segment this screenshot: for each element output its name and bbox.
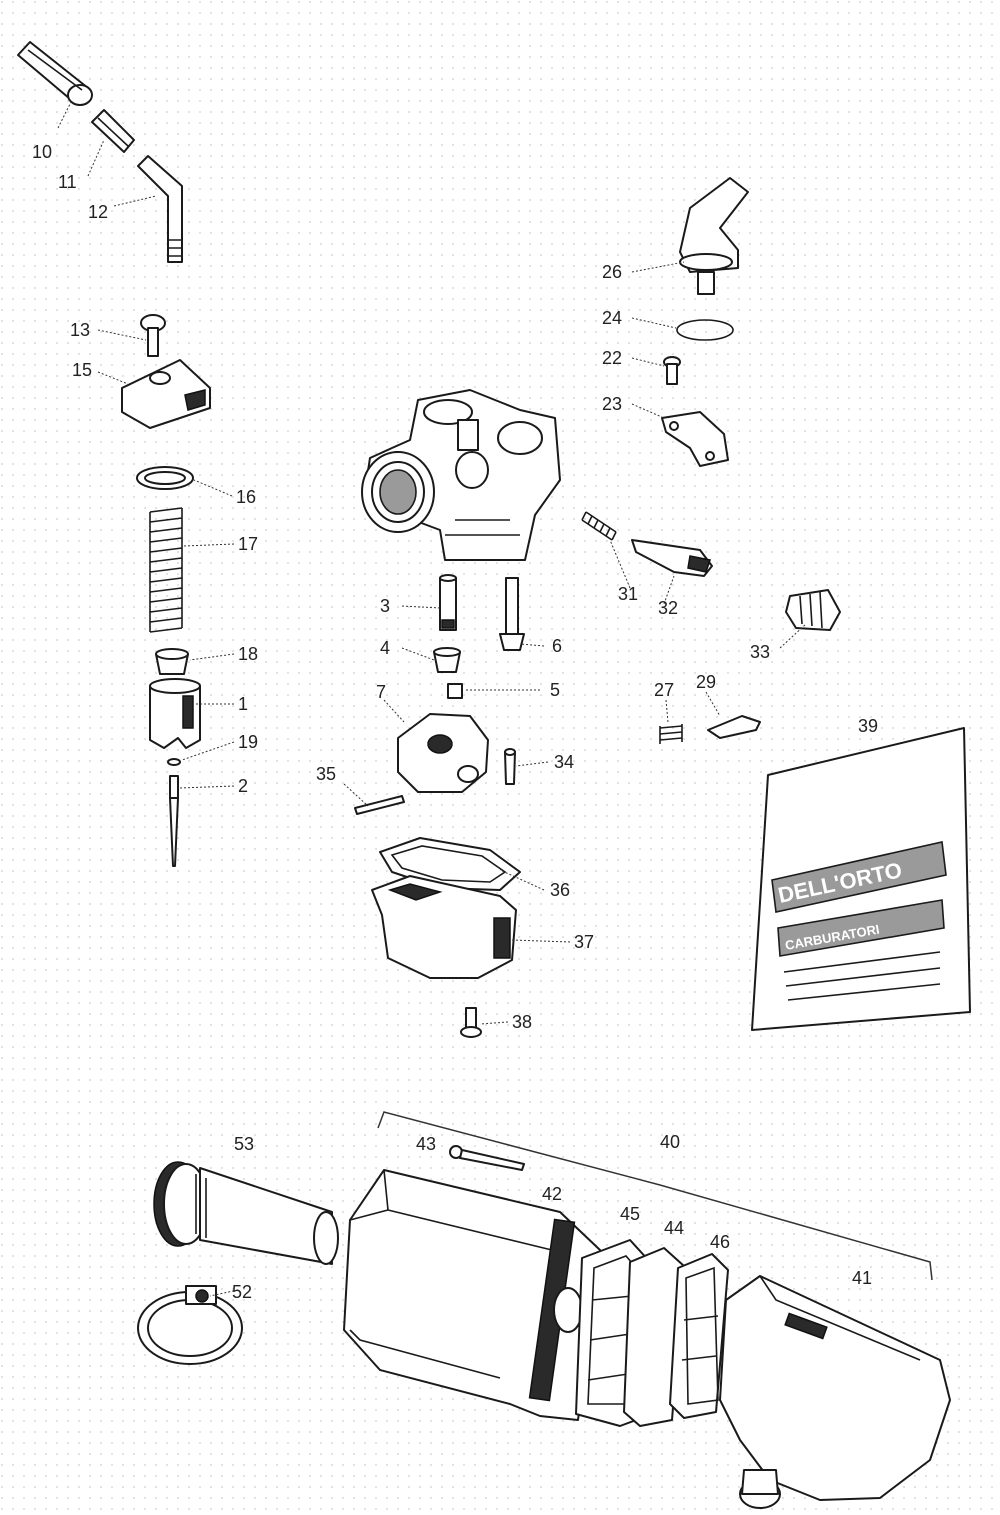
part-17-spring <box>149 507 183 633</box>
callout-6: 6 <box>552 636 562 656</box>
callout-31: 31 <box>618 584 638 604</box>
leader-lines <box>57 99 807 1297</box>
part-11-cable-nut <box>91 109 135 153</box>
callout-26: 26 <box>602 262 622 282</box>
callout-23: 23 <box>602 394 622 414</box>
callout-38: 38 <box>512 1012 532 1032</box>
part-44-filter <box>623 1247 685 1427</box>
callout-42: 42 <box>542 1184 562 1204</box>
callout-41: 41 <box>852 1268 872 1288</box>
callout-4: 4 <box>380 638 390 658</box>
callout-33: 33 <box>750 642 770 662</box>
callout-17: 17 <box>238 534 258 554</box>
callout-16: 16 <box>236 487 256 507</box>
part-38-drain-screw <box>460 1007 482 1038</box>
callout-29: 29 <box>696 672 716 692</box>
callout-11: 11 <box>58 172 77 192</box>
callout-46: 46 <box>710 1232 730 1252</box>
part-52-hose-clamp <box>137 1285 243 1365</box>
callout-7: 7 <box>376 682 386 702</box>
part-7-float <box>397 713 489 793</box>
part-1-throttle-slide <box>149 678 201 749</box>
callout-43: 43 <box>416 1134 436 1154</box>
part-35-float-pin <box>354 795 405 815</box>
part-23-bracket <box>661 411 729 467</box>
part-33-adjuster-knob <box>785 589 841 631</box>
part-26-choke-lever <box>679 177 749 295</box>
callout-44: 44 <box>664 1218 684 1238</box>
part-10-cable-adjuster <box>17 41 93 106</box>
part-39-gasket-bag: DELL'ORTO CARBURATORI <box>751 727 971 1031</box>
callout-1: 1 <box>238 694 248 714</box>
callout-27: 27 <box>654 680 674 700</box>
part-12-fuel-pipe <box>137 155 183 263</box>
part-53-intake-tube <box>153 1161 339 1265</box>
part-16-gasket <box>136 466 194 490</box>
part-18-retainer <box>155 648 189 675</box>
part-4-nozzle <box>433 647 461 673</box>
callout-40: 40 <box>660 1132 680 1152</box>
part-34-float-needle <box>504 748 516 785</box>
callout-labels: 10 11 12 13 15 16 17 18 1 19 2 3 4 6 5 7… <box>32 142 878 1302</box>
part-42-airbox-front <box>343 1169 601 1421</box>
callout-13: 13 <box>70 320 90 340</box>
part-3-jet-holder <box>439 574 457 631</box>
part-29-air-screw <box>707 715 761 739</box>
callout-10: 10 <box>32 142 52 162</box>
part-15-cable-cap <box>121 359 211 429</box>
part-5-main-jet <box>447 683 463 699</box>
part-27-spring <box>659 724 683 744</box>
callout-52: 52 <box>232 1282 252 1302</box>
callout-15: 15 <box>72 360 92 380</box>
part-46-filter-frame <box>669 1253 729 1419</box>
part-19-clip <box>167 758 181 766</box>
callout-18: 18 <box>238 644 258 664</box>
callout-34: 34 <box>554 752 574 772</box>
part-6-idle-jet <box>499 577 525 651</box>
callout-37: 37 <box>574 932 594 952</box>
part-32-idle-screw <box>631 539 713 577</box>
part-43-screw <box>449 1145 525 1171</box>
part-40-bracket-line <box>377 1111 933 1281</box>
part-13-screw <box>140 314 166 357</box>
callout-19: 19 <box>238 732 258 752</box>
part-22-choke-plunger <box>663 356 681 385</box>
carburetor-body <box>361 389 561 561</box>
callout-3: 3 <box>380 596 390 616</box>
callout-22: 22 <box>602 348 622 368</box>
callout-5: 5 <box>550 680 560 700</box>
callout-12: 12 <box>88 202 108 222</box>
part-24-o-ring <box>676 319 734 341</box>
part-37-float-bowl <box>371 875 517 979</box>
callout-2: 2 <box>238 776 248 796</box>
part-31-spring <box>581 511 617 541</box>
callout-39: 39 <box>858 716 878 736</box>
callout-24: 24 <box>602 308 622 328</box>
callout-53: 53 <box>234 1134 254 1154</box>
part-2-needle <box>169 775 179 867</box>
part-41-airbox-rear <box>719 1275 951 1509</box>
callout-36: 36 <box>550 880 570 900</box>
callout-35: 35 <box>316 764 336 784</box>
callout-32: 32 <box>658 598 678 618</box>
callout-45: 45 <box>620 1204 640 1224</box>
